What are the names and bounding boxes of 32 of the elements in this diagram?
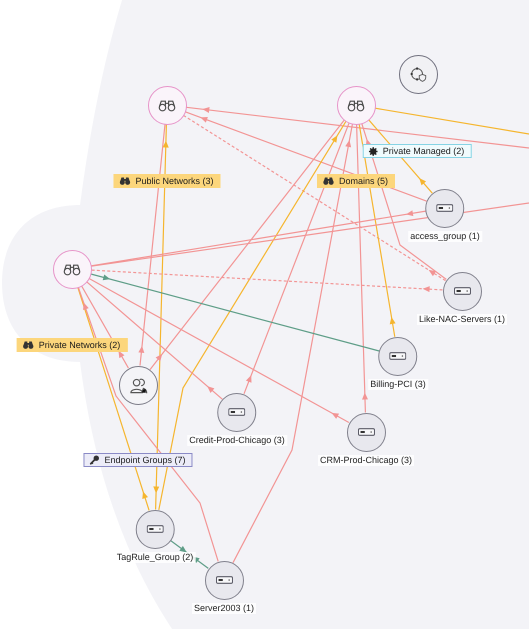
- tag-label: Private Networks (2): [38, 340, 120, 350]
- tag-label: Domains (5): [339, 176, 388, 186]
- arrow: [77, 287, 150, 511]
- node-label: Billing-PCI (3): [368, 378, 428, 390]
- arrow: [361, 123, 447, 280]
- node-label: access_group (1): [408, 230, 482, 242]
- connector-line: [375, 108, 529, 135]
- arrow: [243, 122, 350, 394]
- arrow: [88, 278, 350, 424]
- tag-label: Private Managed (2): [382, 146, 464, 156]
- node-label: Like-NAC-Servers (1): [417, 314, 507, 324]
- node-label: Server2003 (1): [192, 602, 256, 614]
- arrow: [138, 124, 166, 366]
- node-label: Credit-Prod-Chicago (3): [187, 434, 287, 446]
- arrow: [232, 124, 353, 563]
- arrow: [153, 124, 169, 510]
- arrow: [78, 287, 219, 562]
- arrow: [358, 124, 396, 337]
- arrow: [158, 121, 346, 510]
- tag-label: Public Networks (3): [135, 176, 214, 186]
- arrow: [91, 210, 426, 266]
- arrow: [356, 124, 368, 413]
- connector-line: [91, 202, 529, 267]
- arrow: [183, 114, 446, 282]
- arrow: [90, 273, 380, 352]
- node-label: CRM-Prod-Chicago (3): [318, 454, 414, 466]
- arrow: [86, 281, 223, 400]
- arrow: [91, 270, 443, 292]
- arrow: [186, 106, 529, 149]
- tag-label: Endpoint Groups (7): [104, 454, 186, 466]
- node-label: TagRule_Group (2): [114, 552, 196, 562]
- arrow: [150, 120, 344, 370]
